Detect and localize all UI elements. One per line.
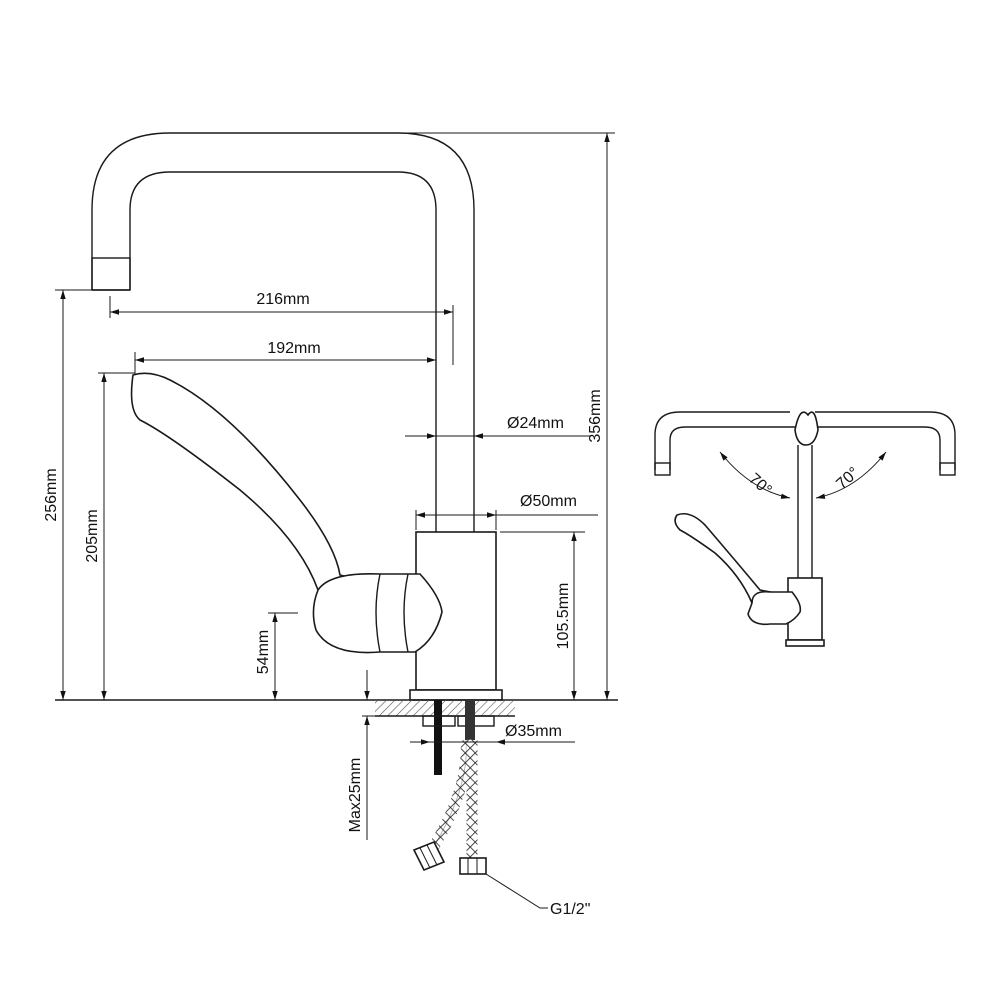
- label-216mm: 216mm: [256, 291, 309, 308]
- faucet-rotation-view: 70° 70°: [654, 411, 956, 647]
- spout-outer-outline: [91, 132, 475, 532]
- spout-aerator: [91, 257, 131, 291]
- leader-g12: [485, 873, 548, 909]
- label-54mm: 54mm: [255, 630, 272, 674]
- label-192mm: 192mm: [267, 340, 320, 357]
- label-356mm: 356mm: [587, 389, 604, 442]
- spout-inner-outline: [129, 171, 437, 532]
- base-flange: [409, 689, 503, 701]
- mini-lever-hub: [747, 590, 802, 626]
- spout-arm-left-inner: [669, 426, 798, 470]
- fixing-nut: [422, 715, 456, 727]
- mini-lever: [674, 512, 772, 605]
- label-diameter-24mm: Ø24mm: [507, 415, 564, 432]
- lever-hub: [312, 573, 443, 654]
- fixing-stud: [434, 700, 442, 775]
- spout-arm-left-outer: [654, 411, 790, 470]
- label-angle-right: 70°: [833, 464, 862, 493]
- label-105-5mm: 105.5mm: [555, 583, 572, 650]
- faucet-side-view: [55, 132, 618, 875]
- hose-fitting-left: [412, 840, 446, 872]
- spout-arm-right-inner: [810, 426, 941, 470]
- label-angle-left: 70°: [745, 470, 774, 499]
- rotation-arc-left: [719, 451, 791, 499]
- dimension-lines: 216mm 192mm Ø24mm Ø50mm 105.5mm 356mm 25…: [43, 132, 615, 918]
- label-max-25mm: Max25mm: [347, 758, 364, 833]
- label-g-half-inch: G1/2": [550, 901, 590, 918]
- hose-fitting-right: [459, 857, 487, 875]
- counter-hatch: [375, 700, 515, 716]
- lever-handle: [130, 372, 361, 591]
- label-205mm: 205mm: [84, 509, 101, 562]
- hose-left: [423, 739, 472, 859]
- spout-pivot: [794, 411, 819, 446]
- spout-arm-right-outer: [815, 411, 956, 470]
- label-diameter-50mm: Ø50mm: [520, 493, 577, 510]
- rotation-arc-right: [815, 451, 887, 499]
- label-diameter-35mm: Ø35mm: [505, 723, 562, 740]
- label-256mm: 256mm: [43, 468, 60, 521]
